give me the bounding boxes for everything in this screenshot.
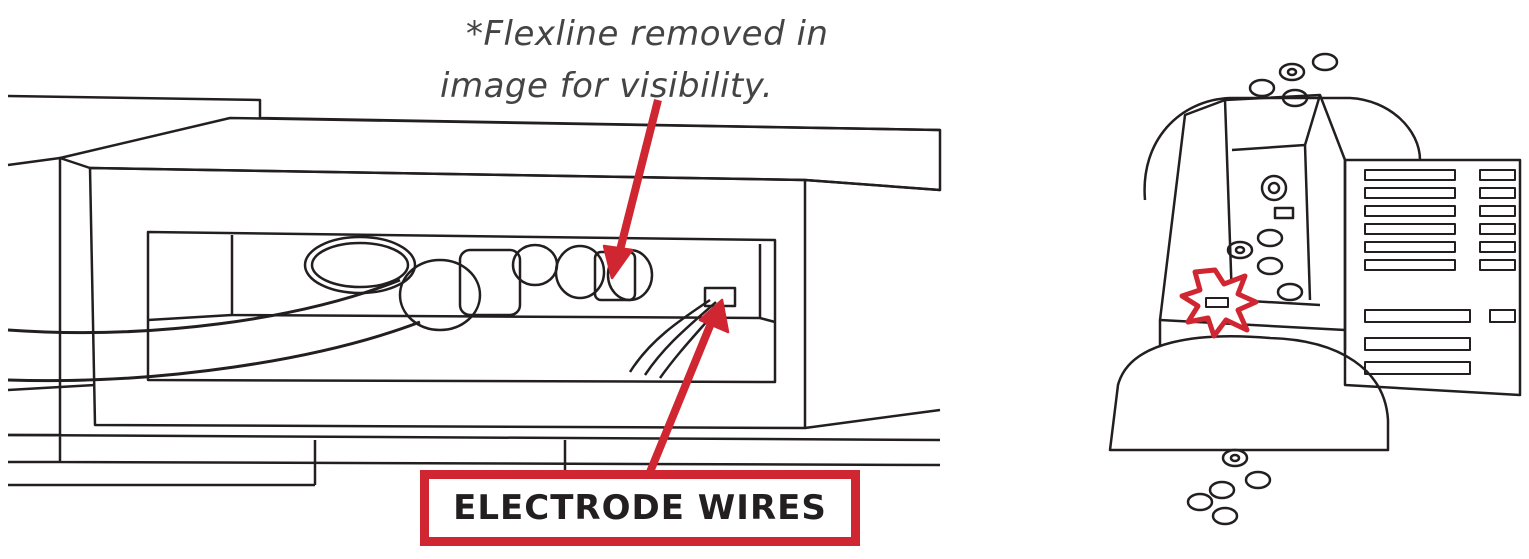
note-line-2: image for visibility. bbox=[440, 66, 774, 106]
right-drawing bbox=[1108, 52, 1522, 526]
valve-body bbox=[458, 248, 522, 317]
electrode-arrow-shaft bbox=[646, 314, 718, 474]
module-base bbox=[1158, 320, 1347, 350]
flexline-note: *Flexline removed in image for visibilit… bbox=[440, 8, 870, 112]
housing-right bbox=[804, 178, 941, 430]
housing-front bbox=[88, 166, 807, 430]
bottom-shroud bbox=[1108, 335, 1390, 452]
flexline-arrow-shaft bbox=[614, 99, 662, 259]
module-screw bbox=[1260, 174, 1288, 202]
pipe bbox=[7, 278, 421, 383]
left-drawing bbox=[7, 94, 942, 487]
valve-fitting bbox=[554, 244, 606, 300]
screw-cluster-mid bbox=[1226, 228, 1304, 302]
electrode-arrow-head bbox=[698, 298, 730, 334]
opening-ledge bbox=[147, 313, 776, 324]
spark-burst-icon bbox=[1179, 267, 1259, 339]
note-line-1: *Flexline removed in bbox=[466, 14, 829, 54]
valve-coupling bbox=[398, 258, 482, 332]
electrode-wires-callout: ELECTRODE WIRES bbox=[420, 470, 860, 546]
module-tab bbox=[1273, 206, 1295, 220]
top-shroud bbox=[1143, 96, 1422, 201]
screw-cluster-top bbox=[1248, 52, 1339, 108]
valve-coupling-2 bbox=[303, 235, 417, 295]
spark-electrode bbox=[1205, 297, 1229, 308]
flexline-arrow-head bbox=[602, 244, 634, 280]
screw-cluster-bottom bbox=[1186, 448, 1272, 526]
left-ledge bbox=[7, 156, 62, 437]
valve-ring bbox=[310, 241, 410, 289]
vent-slots bbox=[1364, 169, 1516, 375]
electrode-wires-label: ELECTRODE WIRES bbox=[453, 488, 827, 528]
module-screw-inner bbox=[1267, 181, 1281, 195]
opening-inner bbox=[230, 235, 762, 320]
base-lines bbox=[7, 383, 941, 487]
vent-unit bbox=[1343, 158, 1522, 397]
